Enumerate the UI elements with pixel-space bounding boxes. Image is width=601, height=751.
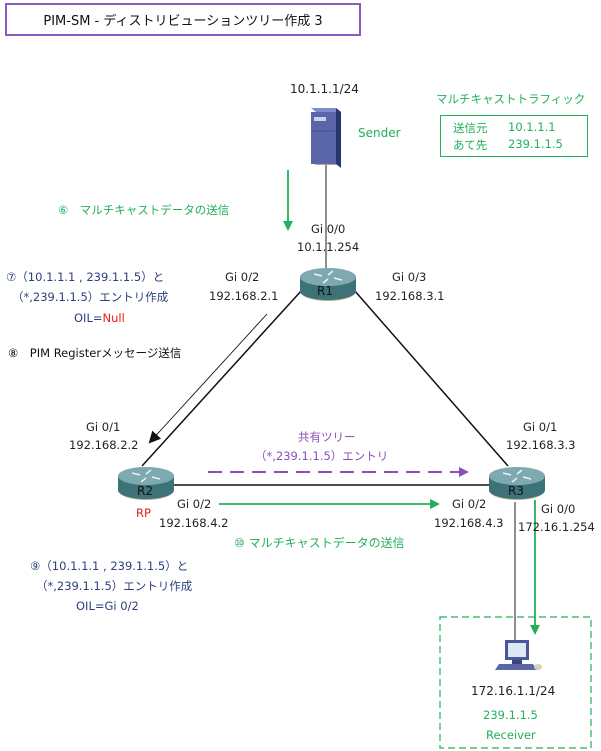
r1-gi03-ip: 192.168.3.1 xyxy=(375,289,445,303)
r1-gi03-if: Gi 0/3 xyxy=(392,270,427,284)
step9-line2: （*,239.1.1.5）エントリ作成 xyxy=(36,579,193,593)
step7-line2: （*,239.1.1.5）エントリ作成 xyxy=(12,290,169,304)
r3-gi01-ip: 192.168.3.3 xyxy=(506,438,576,452)
diagram-title: PIM-SM - ディストリビューションツリー作成 3 xyxy=(5,3,361,36)
diagram-title-text: PIM-SM - ディストリビューションツリー作成 3 xyxy=(43,14,323,29)
receiver-group: 239.1.1.5 xyxy=(483,708,538,722)
arrow-register xyxy=(148,313,268,444)
r3-gi00-if: Gi 0/0 xyxy=(541,502,576,516)
step9-line1: ⑨（10.1.1.1 , 239.1.1.5）と xyxy=(30,559,189,573)
legend-dst-value: 239.1.1.5 xyxy=(508,137,563,151)
rp-label: RP xyxy=(136,506,151,520)
router-r1-icon xyxy=(300,268,356,301)
sender-ip: 10.1.1.1/24 xyxy=(290,82,359,96)
traffic-legend-box xyxy=(440,115,588,157)
link-r1-r3 xyxy=(353,289,509,467)
router-r3-label: R3 xyxy=(508,484,524,498)
router-r2-label: R2 xyxy=(137,484,153,498)
r1-gi02-if: Gi 0/2 xyxy=(225,270,260,284)
r3-gi00-ip: 172.16.1.254 xyxy=(518,520,595,534)
pc-icon xyxy=(495,640,542,670)
r2-gi01-if: Gi 0/1 xyxy=(86,420,121,434)
router-r2-icon xyxy=(118,467,174,500)
shared-tree-line1: 共有ツリー xyxy=(298,430,356,444)
step7-oil-value: Null xyxy=(102,311,125,325)
r2-gi01-ip: 192.168.2.2 xyxy=(69,438,139,452)
r3-gi01-if: Gi 0/1 xyxy=(523,420,558,434)
step7-line1: ⑦（10.1.1.1 , 239.1.1.5）と xyxy=(6,270,165,284)
server-icon xyxy=(311,108,341,168)
receiver-group-box xyxy=(439,616,592,749)
step7-oil-prefix: OIL= xyxy=(74,311,103,325)
traffic-legend-heading: マルチキャストトラフィック xyxy=(436,92,586,106)
legend-src-value: 10.1.1.1 xyxy=(508,120,556,134)
step9-oil: OIL=Gi 0/2 xyxy=(76,599,139,613)
link-r1-r2 xyxy=(141,289,303,467)
r1-gi00-if: Gi 0/0 xyxy=(311,222,346,236)
shared-tree-line2: （*,239.1.1.5）エントリ xyxy=(255,449,389,463)
sender-label: Sender xyxy=(358,126,401,140)
step8-label: ⑧ PIM Registerメッセージ送信 xyxy=(8,346,182,360)
step7-oil: OIL=Null xyxy=(74,311,125,325)
r3-gi02-if: Gi 0/2 xyxy=(452,497,487,511)
receiver-label: Receiver xyxy=(486,728,536,742)
step10-label: ⑩ マルチキャストデータの送信 xyxy=(234,536,405,550)
r3-gi02-ip: 192.168.4.3 xyxy=(434,516,504,530)
router-r1-label: R1 xyxy=(317,284,333,298)
legend-src-label: 送信元 xyxy=(453,121,488,135)
r2-gi02-if: Gi 0/2 xyxy=(177,497,212,511)
r2-gi02-ip: 192.168.4.2 xyxy=(159,516,229,530)
r1-gi00-ip: 10.1.1.254 xyxy=(297,240,360,254)
r1-gi02-ip: 192.168.2.1 xyxy=(209,289,279,303)
router-r3-icon xyxy=(489,467,545,500)
step6-label: ⑥ マルチキャストデータの送信 xyxy=(58,203,230,217)
legend-dst-label: あて先 xyxy=(453,138,488,152)
receiver-ip: 172.16.1.1/24 xyxy=(471,684,556,698)
